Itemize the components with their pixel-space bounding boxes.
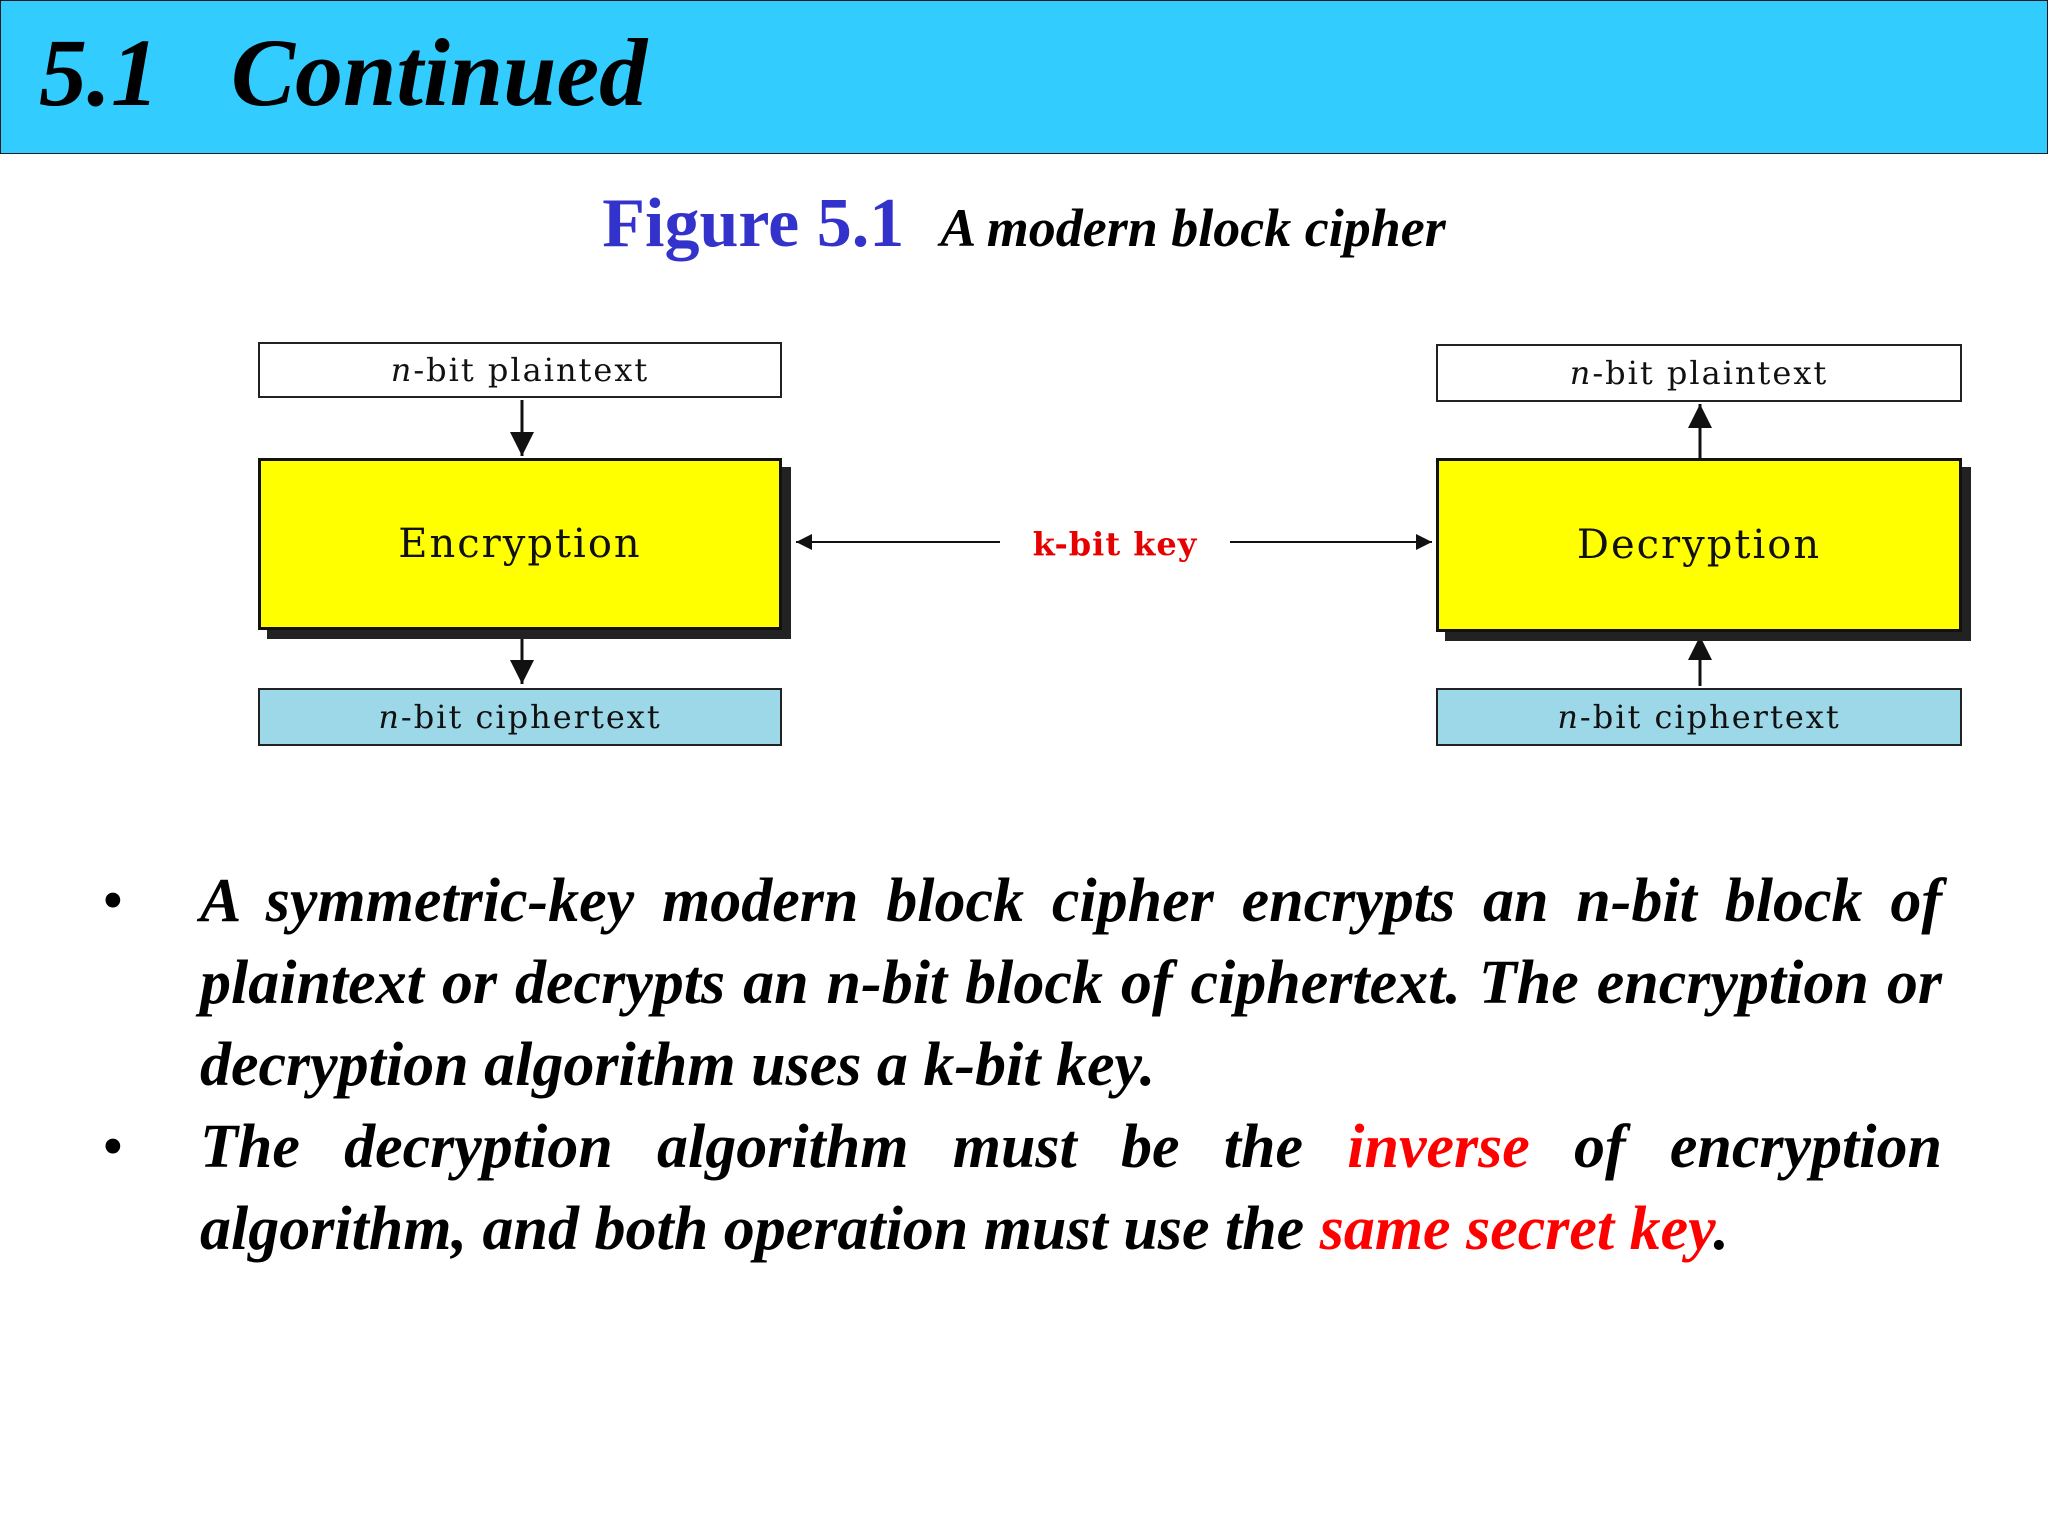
key-label: k-bit key — [1000, 520, 1230, 568]
decryption-box: Decryption — [1436, 458, 1962, 632]
right-plaintext-label: -bit plaintext — [1592, 354, 1829, 392]
bullet-marker: • — [102, 867, 124, 935]
bullet-text: The decryption algorithm must be the inv… — [200, 1106, 1942, 1270]
bullet-text-end: . — [1713, 1195, 1729, 1263]
left-ciphertext-n: n — [378, 698, 401, 736]
left-plaintext-n: n — [390, 351, 414, 389]
decryption-label: Decryption — [1576, 522, 1822, 568]
bullet-marker: • — [102, 1113, 124, 1181]
bullet-text: A symmetric-key modern block cipher encr… — [200, 867, 1942, 1099]
bullet-item: • The decryption algorithm must be the i… — [96, 1106, 1952, 1270]
figure-caption: Figure 5.1 A modern block cipher — [0, 184, 2048, 282]
bullet-text-part: of encryption algorithm, and both operat… — [200, 1113, 1942, 1263]
slide-title: 5.1 Continued — [39, 19, 648, 126]
left-plaintext-box: n-bit plaintext — [258, 342, 782, 398]
title-bar: 5.1 Continued — [0, 0, 2048, 154]
figure-number: Figure 5.1 — [602, 185, 905, 262]
right-ciphertext-n: n — [1557, 698, 1580, 736]
encryption-label: Encryption — [398, 521, 642, 567]
left-ciphertext-label: -bit ciphertext — [400, 698, 662, 736]
right-plaintext-n: n — [1569, 354, 1593, 392]
left-ciphertext-box: n-bit ciphertext — [258, 688, 782, 746]
bullet-text-part: The decryption algorithm must be the — [200, 1113, 1348, 1181]
encryption-box: Encryption — [258, 458, 782, 630]
highlight-same-secret-key: same secret key — [1319, 1195, 1714, 1263]
figure-title: A modern block cipher — [940, 198, 1446, 258]
right-plaintext-box: n-bit plaintext — [1436, 344, 1962, 402]
highlight-inverse: inverse — [1347, 1113, 1530, 1181]
right-ciphertext-label: -bit ciphertext — [1579, 698, 1841, 736]
bullet-item: • A symmetric-key modern block cipher en… — [96, 860, 1952, 1106]
right-ciphertext-box: n-bit ciphertext — [1436, 688, 1962, 746]
bullet-list: • A symmetric-key modern block cipher en… — [96, 860, 1952, 1270]
left-plaintext-label: -bit plaintext — [413, 351, 650, 389]
